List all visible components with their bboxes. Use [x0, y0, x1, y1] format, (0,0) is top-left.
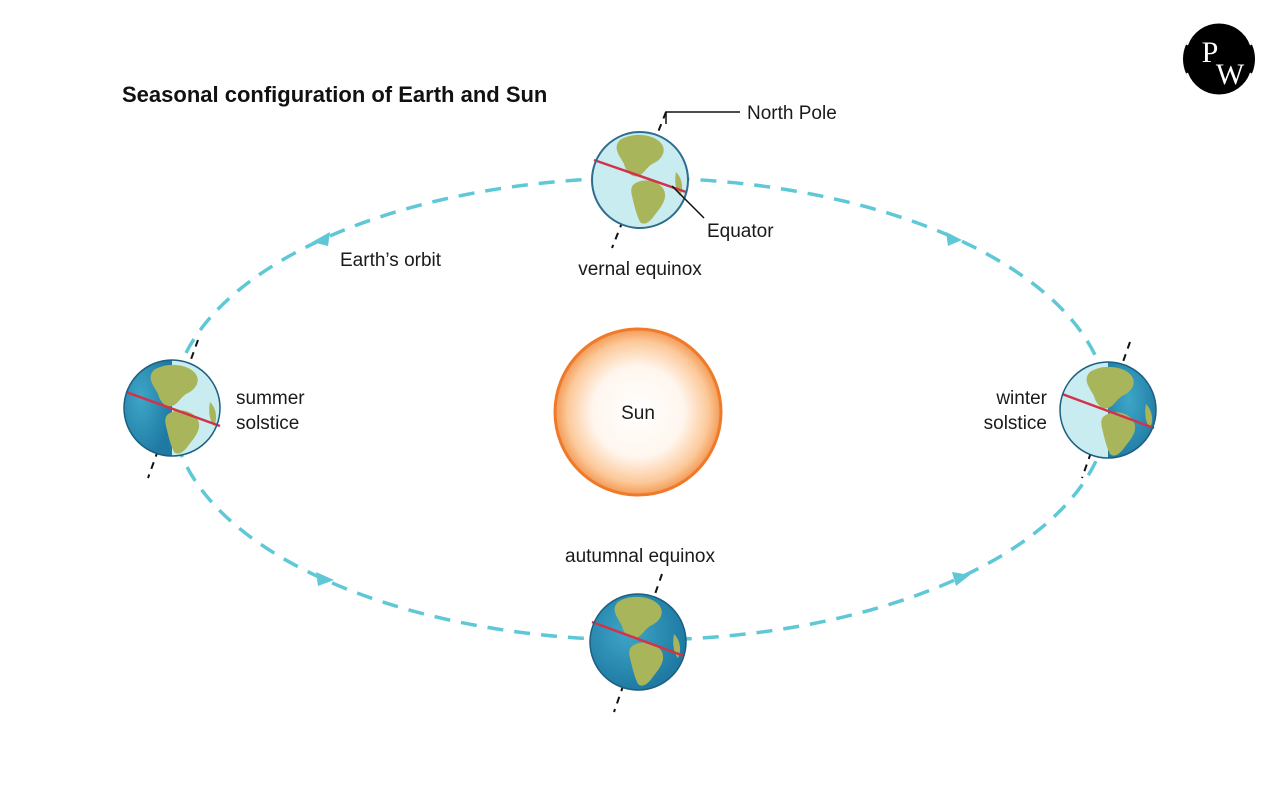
pw-logo: P W: [1183, 21, 1255, 97]
svg-text:P: P: [1202, 36, 1219, 69]
earth-autumnal-equinox: [589, 573, 687, 713]
diagram-title: Seasonal configuration of Earth and Sun: [122, 82, 547, 107]
orbit-arrow-icon: [952, 572, 970, 586]
winter-solstice-label-line2: solstice: [984, 413, 1047, 434]
summer-solstice-label-line1: summer: [236, 388, 305, 409]
orbit-arrow-icon: [312, 232, 330, 246]
earth-winter-solstice: [1059, 341, 1157, 479]
sun-label: Sun: [621, 403, 655, 424]
vernal-equinox-label: vernal equinox: [578, 259, 702, 280]
orbit-arrows: [312, 232, 970, 586]
svg-text:W: W: [1216, 58, 1245, 91]
earth-vernal-equinox: [591, 111, 740, 249]
orbit-label: Earth’s orbit: [340, 250, 442, 271]
earth-summer-solstice: [123, 339, 221, 479]
winter-solstice-label-line1: winter: [995, 388, 1047, 409]
orbit-arrow-icon: [946, 232, 962, 246]
orbit-arrow-icon: [316, 572, 334, 586]
north-pole-label: North Pole: [747, 103, 837, 124]
sun: Sun: [553, 327, 723, 497]
summer-solstice-label-line2: solstice: [236, 413, 299, 434]
autumnal-equinox-label: autumnal equinox: [565, 546, 715, 567]
equator-label: Equator: [707, 221, 774, 242]
